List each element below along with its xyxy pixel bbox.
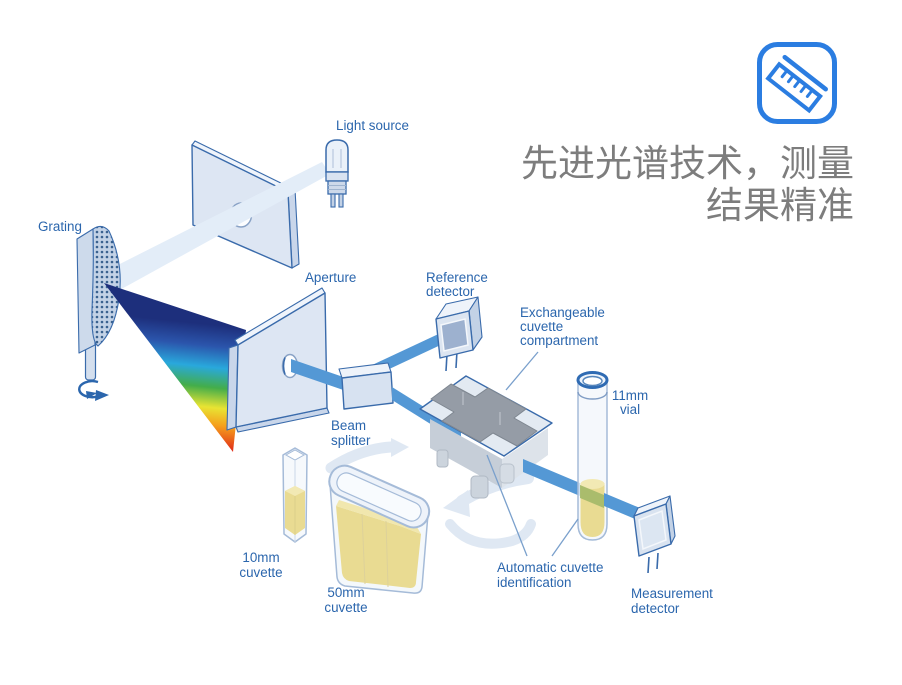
swap-arrow-right [325,441,397,474]
label-auto-identification: Automatic cuvette [497,560,603,575]
exchange-arrows [325,438,536,549]
leader-auto-id-right [551,518,579,557]
label-cuvette-50mm: 50mm [327,585,364,600]
grating-element [76,225,121,401]
label-measurement-detector: Measurement [631,586,713,601]
label-vial: vial [620,402,640,417]
beam-through-vial [580,485,604,508]
beam-vial-to-detector [604,493,640,521]
label-beam-splitter: splitter [331,433,371,448]
diagram-labels: Light source Grating Aperture Reference … [38,118,713,616]
swap-arrow-left-bottom [445,519,536,549]
label-light-source: Light source [336,118,409,133]
label-exchangeable-compartment: Exchangeable [520,305,605,320]
label-measurement-detector: detector [631,601,680,616]
caption-line-2: 结果精准 [706,184,854,227]
label-reference-detector: detector [426,284,475,299]
label-cuvette-10mm: 10mm [242,550,279,565]
label-cuvette-50mm: cuvette [324,600,367,615]
measurement-detector [633,495,676,574]
label-beam-splitter: Beam [331,418,366,433]
label-exchangeable-compartment: cuvette [520,319,563,334]
cuvette-50mm [328,464,431,594]
label-exchangeable-compartment: compartment [520,333,598,348]
cuvette-50mm-liquid [336,506,421,588]
cuvette-10mm [282,447,308,543]
reference-detector [435,296,483,372]
light-source-bulb [325,139,349,208]
grating-surface [91,225,121,347]
caption: 先进光谱技术，测量 结果精准 [521,142,854,227]
rotation-arrow-icon [78,379,109,401]
rainbow-beam [104,283,246,452]
beam-compartment-to-vial [523,459,580,496]
label-reference-detector: Reference [426,270,488,285]
label-aperture: Aperture [305,270,356,285]
label-vial: 11mm [612,388,648,403]
beam-splitter [338,362,394,410]
vial-11mm [576,371,609,541]
aperture-plate [226,287,330,433]
leader-auto-id-left [486,454,528,557]
label-cuvette-10mm: cuvette [239,565,282,580]
label-grating: Grating [38,219,82,234]
compartment-cross-recess [430,383,538,447]
ruler-icon [757,42,837,124]
cuvette-compartment [419,375,580,499]
source-light-beam [96,162,330,297]
label-auto-identification: identification [497,575,571,590]
leader-exchangeable [505,351,539,391]
beam-aperture-to-splitter [291,359,352,393]
caption-line-1: 先进光谱技术，测量 [521,142,854,185]
